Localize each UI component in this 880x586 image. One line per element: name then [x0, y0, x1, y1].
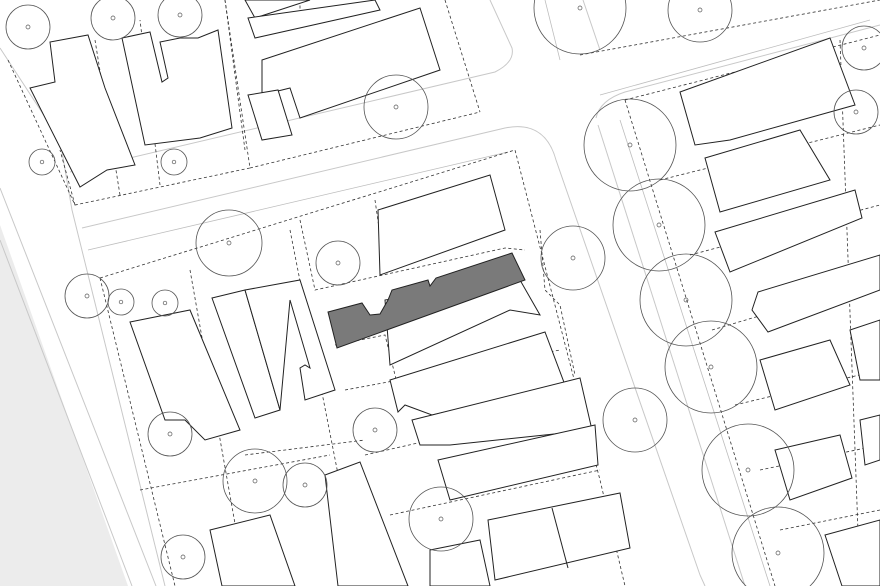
building-footprint [849, 319, 880, 381]
tree-canopy [147, 411, 193, 457]
building-footprint [429, 539, 491, 586]
tree-canopy [160, 148, 188, 176]
building-footprint [824, 519, 880, 586]
tree-canopy [151, 289, 179, 317]
tree-canopy [222, 448, 288, 514]
tree-canopies [5, 0, 880, 586]
tree-canopy [540, 225, 606, 291]
roadside-strip [0, 225, 128, 586]
road-edge [0, 47, 166, 586]
parcel-line [711, 279, 880, 331]
parcel-line [99, 277, 176, 586]
tree-canopy [583, 98, 677, 192]
building-footprint [29, 34, 136, 188]
parcel-line [539, 229, 576, 376]
road-edge [69, 0, 513, 173]
tree-canopy [363, 74, 429, 140]
parcel-line [779, 509, 880, 531]
road-edge [599, 19, 871, 96]
building-footprint [121, 29, 233, 146]
building-footprint [244, 0, 311, 19]
parcel-line [839, 39, 861, 586]
tree-canopy [833, 89, 879, 135]
tree-canopy [64, 273, 110, 319]
road-edge [87, 151, 509, 251]
tree-canopy [639, 253, 733, 347]
building-footprints [29, 0, 880, 586]
road-edge [582, 0, 601, 51]
tree-canopy [701, 423, 795, 517]
parcel-line [579, 0, 880, 56]
parcel-line [249, 111, 481, 169]
parcel-line [624, 99, 776, 586]
tree-canopy [602, 387, 668, 453]
building-footprint [487, 492, 631, 581]
building-footprint [209, 514, 296, 586]
road-edge [619, 119, 771, 586]
parcel-line [299, 219, 526, 291]
building-footprint [247, 0, 381, 39]
road-edge [597, 124, 746, 586]
parcel-line [244, 439, 366, 456]
tree-canopy [282, 462, 328, 508]
parcel-line [139, 454, 331, 491]
building-footprint [324, 461, 409, 586]
building-footprint [377, 174, 506, 276]
parcel-line [734, 369, 880, 406]
tree-canopy [315, 240, 361, 286]
road-edge [0, 239, 133, 586]
building-footprint [759, 339, 851, 411]
building-footprint [244, 279, 336, 411]
tree-canopy [841, 25, 880, 71]
building-footprint [411, 377, 593, 446]
tree-canopy [160, 534, 206, 580]
parcel-line [444, 0, 481, 113]
building-footprint [714, 189, 863, 273]
building-footprint [774, 434, 853, 501]
tree-canopy [667, 0, 733, 43]
tree-canopy [352, 407, 398, 453]
tree-canopy [664, 320, 758, 414]
road-edge [81, 126, 706, 586]
tree-canopy [612, 178, 706, 272]
tree-canopy [5, 4, 51, 50]
building-footprint [437, 424, 599, 501]
building-footprint [129, 309, 241, 441]
road-edge [595, 24, 880, 119]
tree-canopy [731, 506, 825, 586]
building-footprint [859, 414, 880, 466]
tree-canopy [157, 0, 203, 38]
road-edge [0, 187, 157, 586]
tree-canopy [408, 486, 474, 552]
tree-canopy [28, 148, 56, 176]
road-edge [544, 0, 561, 61]
building-footprint [679, 37, 856, 146]
building-footprint [751, 254, 880, 333]
tree-canopy [195, 209, 263, 277]
parcel-line [7, 0, 251, 206]
building-footprint [247, 89, 293, 141]
tree-canopy [533, 0, 627, 55]
building-footprint [704, 129, 831, 213]
parcel-line [59, 149, 76, 206]
parcel-line [389, 469, 601, 516]
parcel-line [189, 269, 246, 581]
parcel-line [99, 149, 626, 586]
tree-canopy [107, 288, 135, 316]
tree-canopy [90, 0, 136, 41]
building-footprint [551, 507, 569, 569]
highlighted-building [327, 252, 526, 349]
